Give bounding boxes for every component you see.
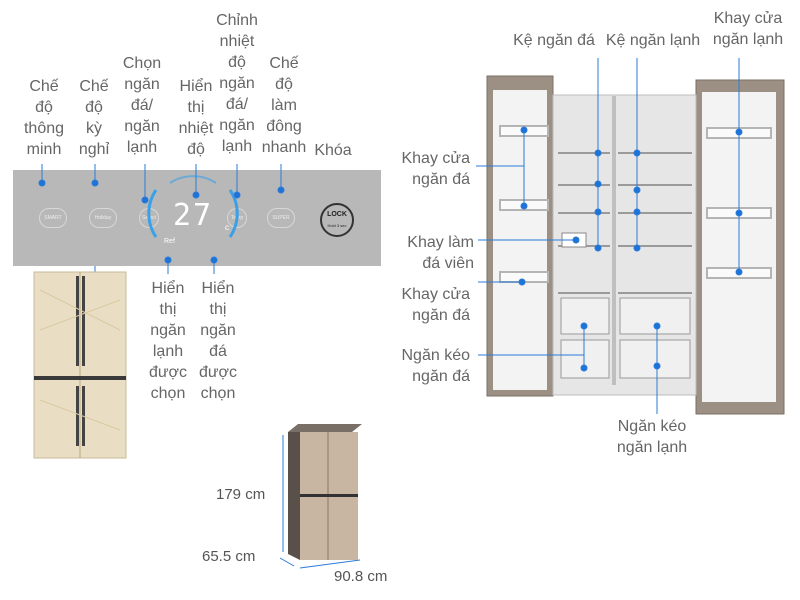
label-freezer-drawer: Ngăn kéo ngăn đá — [401, 347, 471, 385]
label-holiday-mode: Chế độ kỳ nghỉ — [78, 78, 110, 158]
label-show-temperature: Hiển thị nhiệt độ — [178, 78, 214, 158]
label-ice-maker-tray: Khay làm đá viên — [407, 234, 474, 272]
fridge-front-thumbnail — [33, 271, 127, 459]
label-fast-cooling: Chế độ làm đông nhanh — [261, 55, 307, 156]
holiday-mode-button[interactable]: Holiday — [89, 208, 117, 228]
label-freezer-selected: Hiển thị ngăn đá được chọn — [198, 280, 238, 402]
label-fridge-door-tray: Khay cửa ngăn lạnh — [712, 10, 784, 48]
dimension-height: 179 cm — [216, 486, 266, 503]
label-select-compartment: Chọn ngăn đá/ ngăn lạnh — [122, 55, 162, 156]
smart-mode-button[interactable]: SMART — [39, 208, 67, 228]
super-cooling-button[interactable]: SUPER — [267, 208, 295, 228]
control-panel: SMART Holiday Select Temp SUPER LOCK Hol… — [13, 170, 381, 266]
label-fridge-drawer: Ngăn kéo ngăn lạnh — [616, 418, 688, 456]
lock-button-hint: Hold 3 sec — [327, 223, 347, 228]
temperature-display: 27 — [173, 198, 214, 233]
label-fridge-shelf: Kệ ngăn lạnh — [605, 32, 701, 49]
label-freezer-door-tray-bottom: Khay cửa ngăn đá — [401, 286, 470, 324]
right-callouts — [476, 58, 743, 414]
dimension-depth: 65.5 cm — [202, 548, 256, 565]
dimension-width: 90.8 cm — [334, 568, 388, 585]
fridge-dimension-thumbnail — [279, 424, 362, 569]
lock-button[interactable]: LOCK Hold 3 sec — [320, 203, 354, 237]
label-freezer-shelf: Kệ ngăn đá — [513, 32, 595, 49]
label-fridge-selected: Hiển thị ngăn lạnh được chọn — [148, 280, 188, 402]
ref-indicator: Ref — [164, 238, 175, 245]
label-smart-mode: Chế độ thông minh — [23, 78, 65, 158]
label-adjust-temperature: Chỉnh nhiệt độ ngăn đá/ ngăn lạnh — [216, 12, 258, 155]
lock-button-label: LOCK — [327, 211, 347, 218]
label-freezer-door-tray-top: Khay cửa ngăn đá — [401, 150, 470, 188]
label-lock: Khóa — [314, 142, 352, 159]
temperature-ring — [147, 175, 239, 238]
temperature-unit: c — [225, 223, 229, 232]
